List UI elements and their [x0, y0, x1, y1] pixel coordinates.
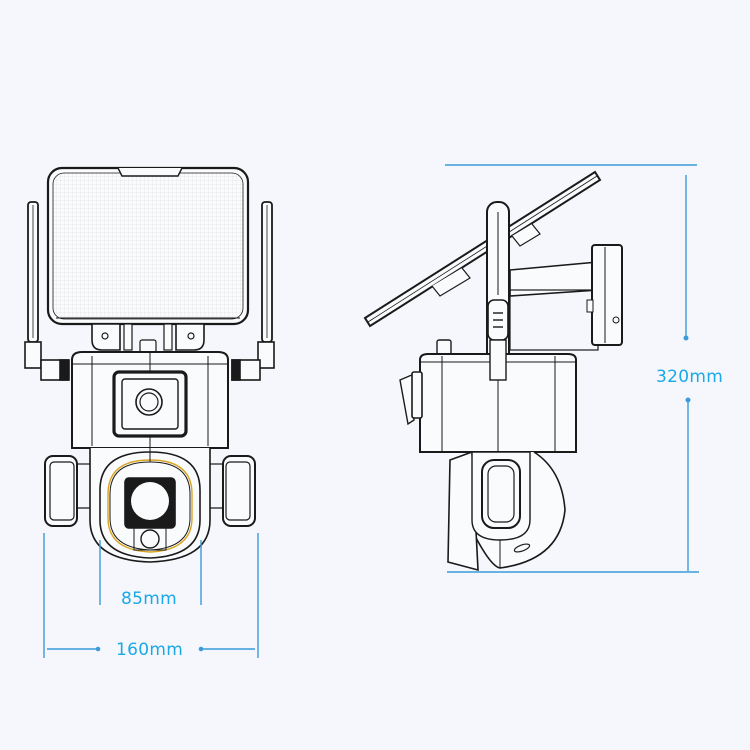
panel-mount: [91, 323, 205, 353]
side-view: [363, 170, 623, 572]
right-antenna: [231, 201, 275, 381]
dimension-lines: [43, 164, 699, 658]
dome-width-dimension-label: 85mm: [121, 589, 177, 609]
total-width-dimension-label: 160mm: [116, 640, 184, 660]
front-view: [24, 166, 275, 563]
solar-panel: [46, 166, 250, 326]
side-housing: [399, 339, 577, 453]
right-spotlight: [200, 455, 256, 527]
left-antenna: [24, 201, 70, 381]
side-ptz-dome: [447, 450, 566, 572]
antenna: [486, 201, 510, 383]
ptz-dome: [89, 448, 211, 563]
height-dimension-label: 320mm: [656, 367, 724, 387]
left-spotlight: [44, 455, 100, 527]
upper-housing: [71, 351, 229, 449]
wall-mount-bracket: [509, 244, 623, 351]
tilted-solar-panel: [363, 170, 602, 328]
